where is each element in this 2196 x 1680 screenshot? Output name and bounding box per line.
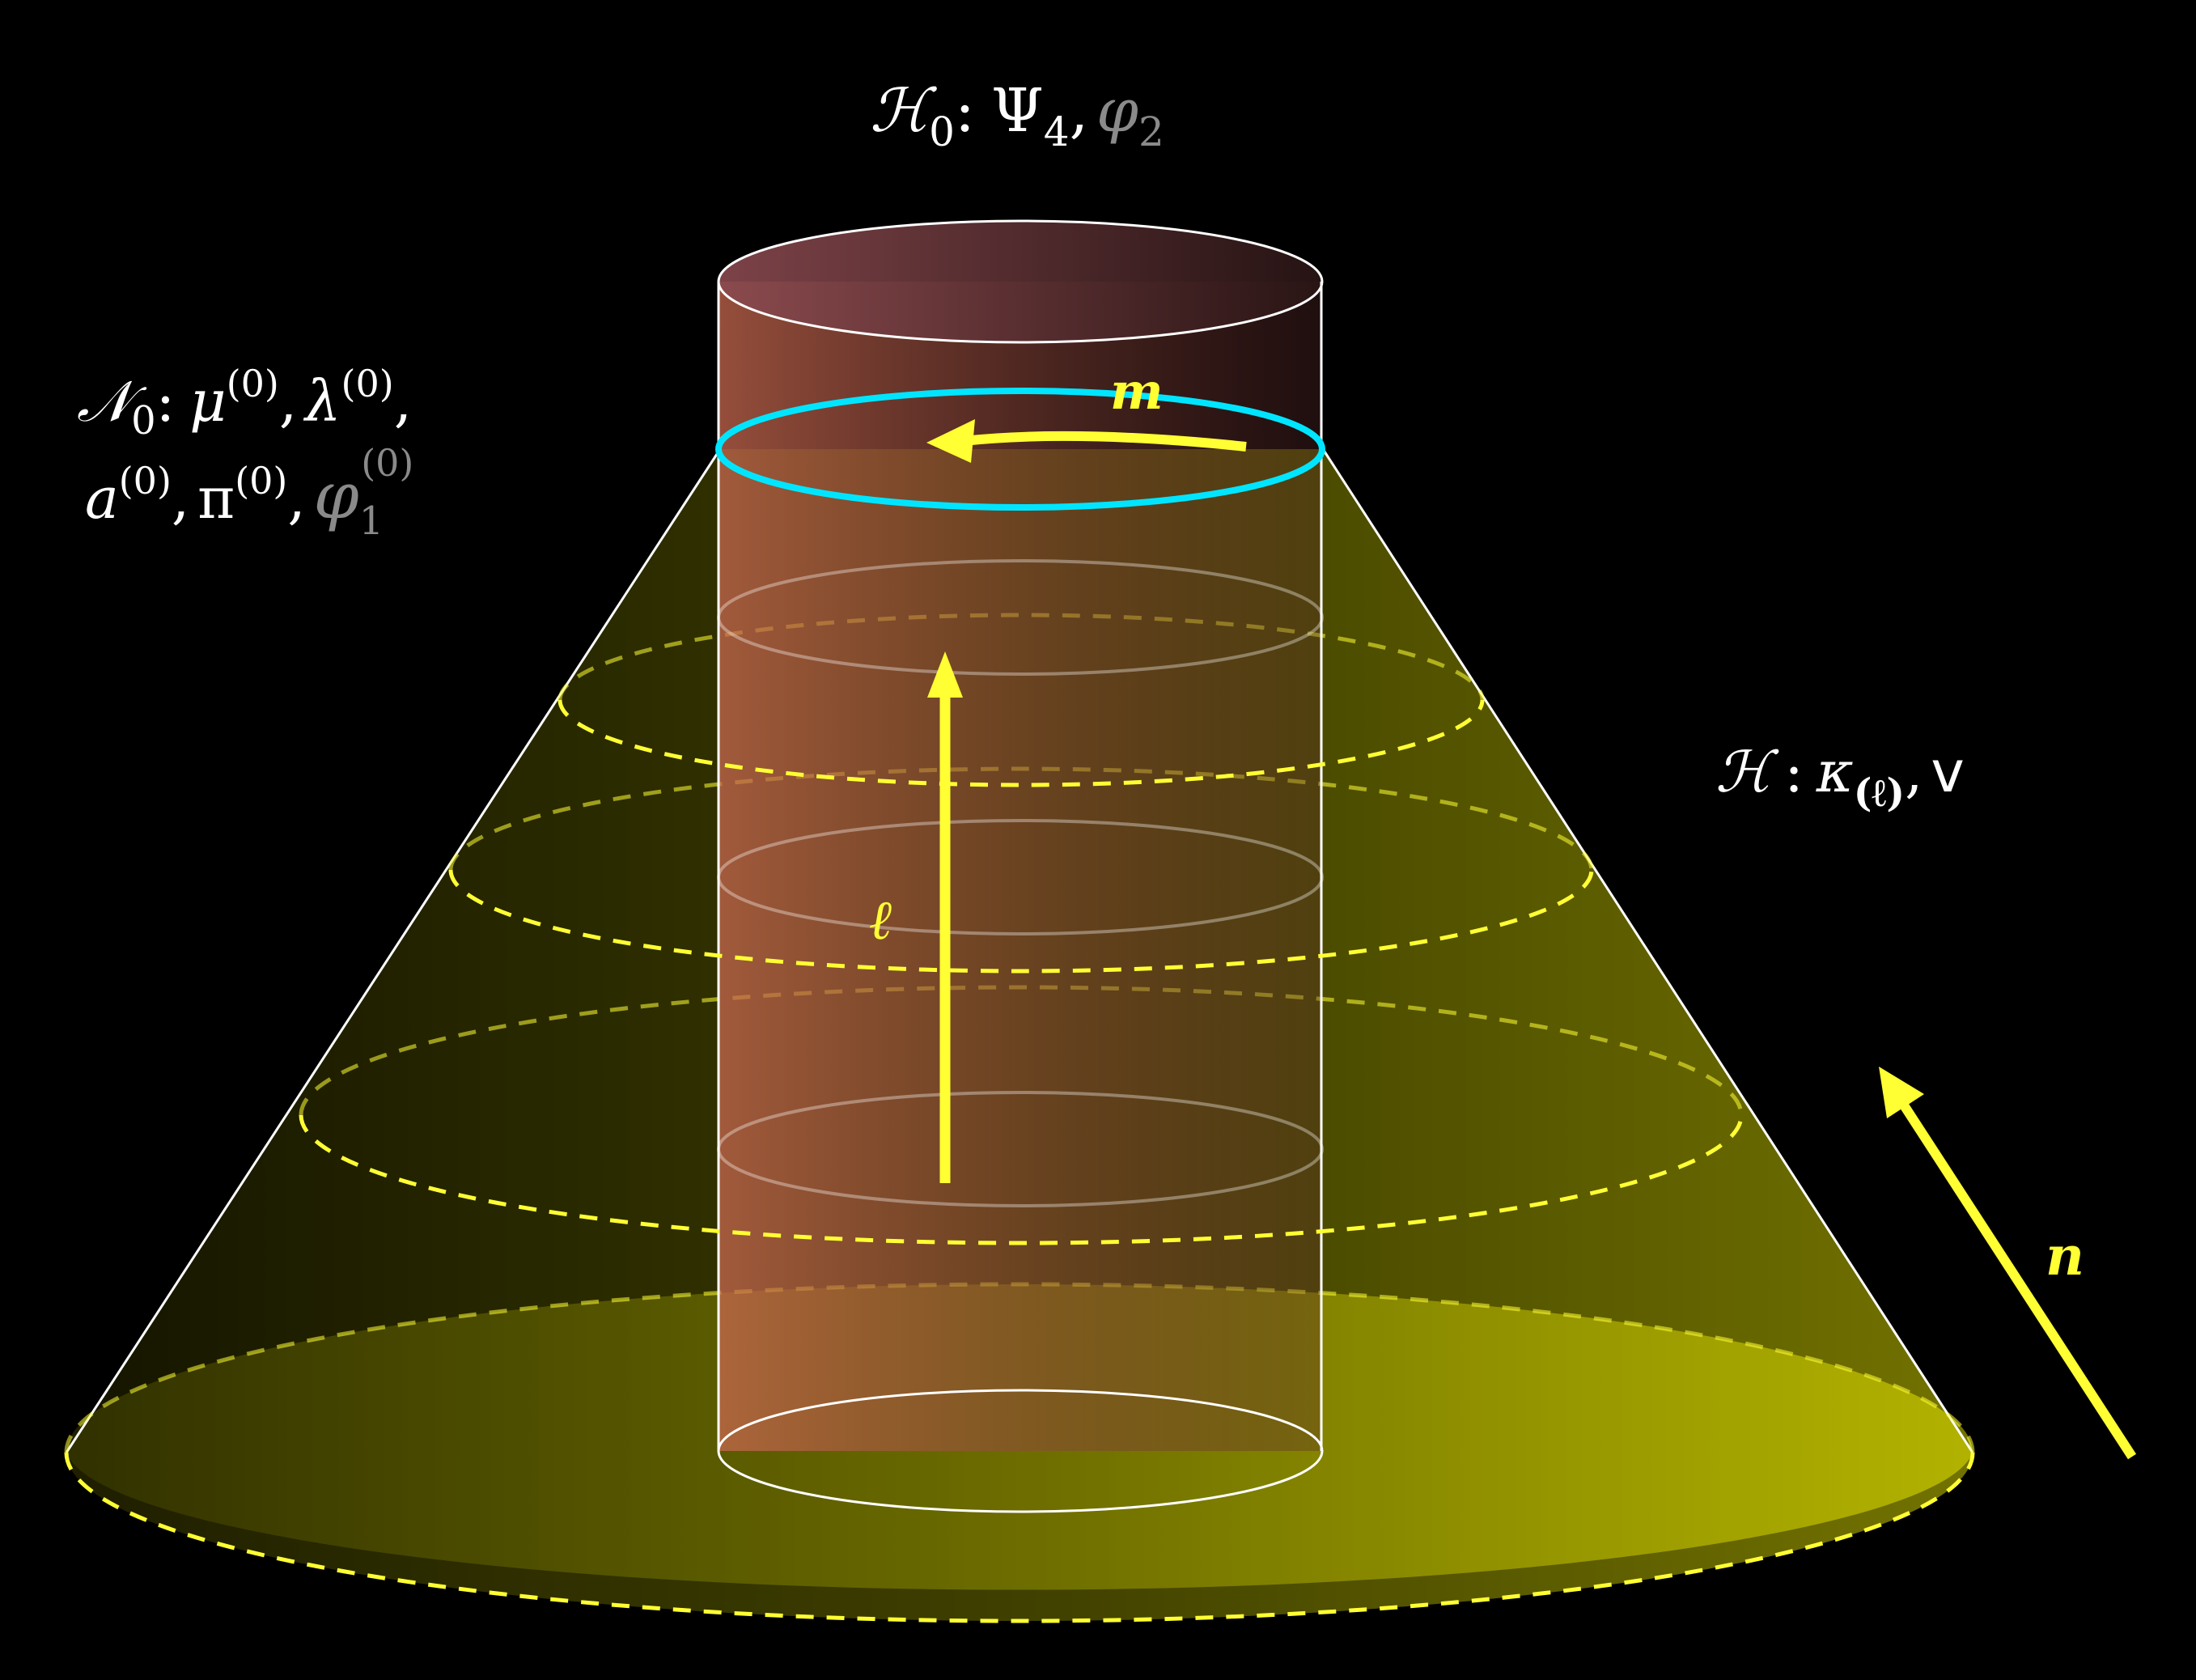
svg-text:ℋ0:Ψ4,φ2: ℋ0:Ψ4,φ2 <box>870 76 1164 155</box>
cylinder-ring-3 <box>717 1091 1324 1207</box>
svg-text:a(0),π(0),φ1(0): a(0),π(0),φ1(0) <box>85 441 413 544</box>
horizon-colon: : <box>1784 739 1804 805</box>
null-cone-lambda-sup: (0) <box>341 362 394 405</box>
svg-text:𝒩0:μ(0),λ(0),: 𝒩0:μ(0),λ(0), <box>77 362 412 443</box>
cylinder-body <box>719 282 1321 1451</box>
cone-edge-left <box>65 448 722 1453</box>
cylinder-bottom-cap <box>717 1389 1324 1513</box>
horizon-cylinder <box>717 219 1324 1513</box>
null-cone-a: a <box>85 465 119 532</box>
dashed-rings-front <box>64 699 1975 1623</box>
scri-top-phi: φ <box>1096 76 1138 146</box>
svg-text:ℋ:κ(ℓ),v: ℋ:κ(ℓ),v <box>1715 739 1965 816</box>
scri-top-psi-sub: 4 <box>1044 108 1070 155</box>
vector-m-arrowhead <box>926 419 975 463</box>
vector-m-label: m <box>1110 362 1164 421</box>
null-cone-subscript: 0 <box>131 398 156 443</box>
ring-3-front <box>299 1114 1744 1245</box>
scri-top-comma: , <box>1070 76 1089 146</box>
ring-2-front <box>448 869 1594 974</box>
null-cone-phi-sub: 1 <box>359 498 384 544</box>
null-cone-pi: π <box>197 465 235 532</box>
vector-l: ℓ <box>870 651 963 1183</box>
null-cone-comma-1: , <box>279 368 297 435</box>
vector-n-label: n <box>2046 1224 2084 1288</box>
cone-base-fill <box>66 1284 1973 1621</box>
vector-n: n <box>1879 1067 2137 1460</box>
horizon-symbol: ℋ <box>1715 739 1779 805</box>
ring-1-back <box>557 613 1485 701</box>
null-cone-mu-sup: (0) <box>227 362 279 405</box>
vector-l-label: ℓ <box>870 888 893 952</box>
horizon-comma: , <box>1905 739 1923 805</box>
null-cone-comma-3: , <box>172 465 189 532</box>
vector-l-arrowhead <box>927 651 963 698</box>
null-cone-pi-sup: (0) <box>235 459 287 503</box>
scri-top-subscript: 0 <box>929 108 955 155</box>
null-cone-phi: φ <box>314 458 359 533</box>
label-null-cone: 𝒩0:μ(0),λ(0), a(0),π(0),φ1(0) <box>77 362 413 544</box>
horizon-kappa-sub: (ℓ) <box>1854 770 1905 816</box>
null-cone-comma-2: , <box>394 368 412 435</box>
cone-edge-right <box>1321 448 1974 1453</box>
null-cone-lambda: λ <box>303 368 341 435</box>
horizon-kappa: κ <box>1816 739 1854 805</box>
vector-n-shaft <box>1895 1096 2137 1460</box>
cylinder-ring-2 <box>717 819 1324 935</box>
vector-n-arrowhead <box>1879 1067 1924 1118</box>
null-cone-colon: : <box>156 368 176 435</box>
scri-top-psi: Ψ <box>991 76 1044 146</box>
horizon-v: v <box>1931 739 1964 805</box>
scri-top-colon: : <box>955 76 975 146</box>
null-cone-phi-sup: (0) <box>361 441 413 485</box>
null-cone-comma-4: , <box>287 465 305 532</box>
null-cone-a-sup: (0) <box>119 459 172 503</box>
cylinder-ring-1 <box>717 559 1324 676</box>
label-scri-top: ℋ0:Ψ4,φ2 <box>870 76 1164 155</box>
scri-top-symbol: ℋ <box>870 76 938 146</box>
ring-base-front <box>64 1452 1975 1623</box>
top-cross-section-ring <box>715 388 1325 511</box>
ring-1-front <box>557 699 1485 787</box>
scri-top-phi-sub: 2 <box>1138 108 1164 155</box>
vector-m-shaft <box>962 431 1247 452</box>
null-cone-mu: μ <box>189 368 227 435</box>
cylinder-top-cap <box>717 219 1324 344</box>
label-horizon: ℋ:κ(ℓ),v <box>1715 739 1965 816</box>
vector-m: m <box>926 362 1247 463</box>
